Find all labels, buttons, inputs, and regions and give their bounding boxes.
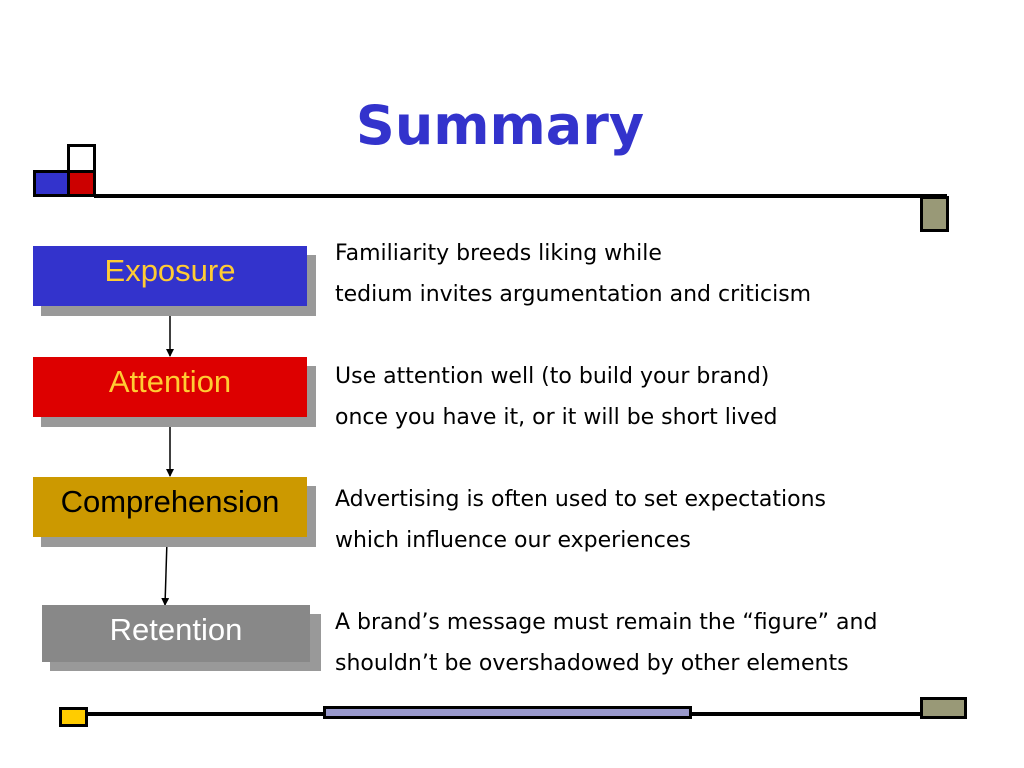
stage-label: Attention (108, 364, 232, 399)
description-line: A brand’s message must remain the “figur… (335, 610, 878, 635)
stage-box-attention: Attention (33, 357, 307, 417)
top-rule (94, 194, 947, 198)
description-line: once you have it, or it will be short li… (335, 405, 778, 430)
stage-description: Familiarity breeds liking while tedium i… (335, 233, 811, 315)
stage-label: Comprehension (60, 484, 280, 519)
deco-square-white (67, 144, 96, 173)
stage-label: Exposure (104, 253, 236, 288)
description-line: Use attention well (to build your brand) (335, 364, 770, 389)
deco-square-yellow (59, 707, 88, 727)
description-line: Familiarity breeds liking while (335, 241, 662, 266)
bottom-lavender-bar (323, 706, 692, 719)
deco-square-olive-top (920, 196, 949, 232)
deco-square-blue (33, 170, 70, 197)
stage-description: Advertising is often used to set expecta… (335, 479, 826, 561)
stage-label: Retention (109, 612, 243, 647)
stage-box-comprehension: Comprehension (33, 477, 307, 537)
arrow-comprehension-retention (161, 539, 170, 606)
stage-box-exposure: Exposure (33, 246, 307, 306)
slide-title: Summary (355, 94, 645, 157)
description-line: tedium invites argumentation and critici… (335, 282, 812, 307)
description-line: which influence our experiences (335, 528, 691, 553)
description-line: shouldn’t be overshadowed by other eleme… (335, 651, 849, 676)
deco-square-olive-bottom (920, 697, 967, 719)
deco-square-red (67, 170, 96, 197)
stage-description: Use attention well (to build your brand)… (335, 356, 777, 438)
description-line: Advertising is often used to set expecta… (335, 487, 826, 512)
stage-box-retention: Retention (42, 605, 310, 662)
stage-description: A brand’s message must remain the “figur… (335, 602, 877, 684)
